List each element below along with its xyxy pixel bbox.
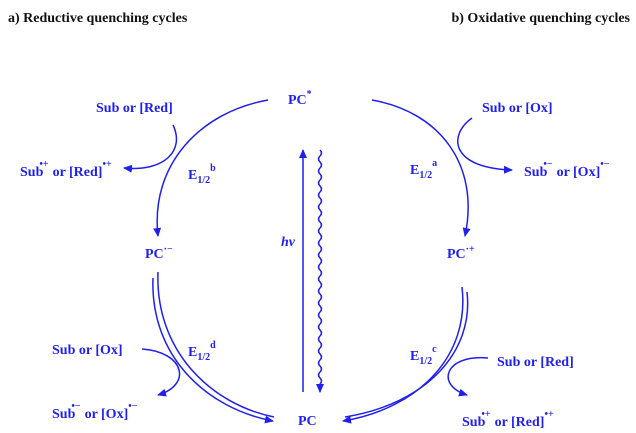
side-arrow-top-right — [457, 117, 513, 174]
side-arrow-bottom-left — [141, 348, 181, 397]
heading-reductive: a) Reductive quenching cycles — [8, 11, 188, 26]
potential-d: E1/2d — [188, 340, 216, 363]
arrow-pcstar-to-pcminus — [153, 99, 269, 237]
reagent-top-left-in: Sub or [Red] — [96, 101, 173, 116]
reagent-bottom-left-in: Sub or [Ox] — [52, 343, 123, 358]
potential-b: E1/2b — [188, 163, 216, 186]
reagent-bottom-left-out: Sub•−or [Ox]•− — [52, 401, 138, 422]
reagent-top-left-out: Sub•+or [Red]•+ — [20, 159, 112, 180]
pc-reduced: PC·− — [145, 244, 173, 262]
pc-oxidized: PC·+ — [447, 244, 475, 262]
reagent-bottom-right-in: Sub or [Red] — [497, 355, 574, 370]
reagent-top-right-out: Sub•−or [Ox]•− — [524, 159, 610, 180]
arrow-pcminus-to-pc-b — [157, 271, 275, 418]
hv-label: hν — [281, 235, 296, 250]
heading-oxidative: b) Oxidative quenching cycles — [451, 11, 630, 26]
pc-excited: PC* — [288, 89, 312, 108]
relaxation-wavy-arrow — [316, 149, 324, 393]
potential-c: E1/2c — [410, 344, 437, 367]
arrow-pcminus-to-pc-a — [152, 277, 274, 424]
pc-ground: PC — [298, 414, 317, 429]
arrow-pcplus-to-pc-b — [344, 291, 469, 418]
side-arrow-bottom-right — [447, 356, 489, 397]
arrow-pcstar-to-pcplus — [371, 99, 471, 237]
reagent-top-right-in: Sub or [Ox] — [482, 101, 553, 116]
reagent-bottom-right-out: Sub•+or [Red]•+ — [462, 409, 554, 430]
arrow-pcplus-to-pc-a — [342, 286, 464, 424]
side-arrow-top-left — [123, 124, 178, 173]
potential-a: E1/2a — [410, 158, 437, 181]
